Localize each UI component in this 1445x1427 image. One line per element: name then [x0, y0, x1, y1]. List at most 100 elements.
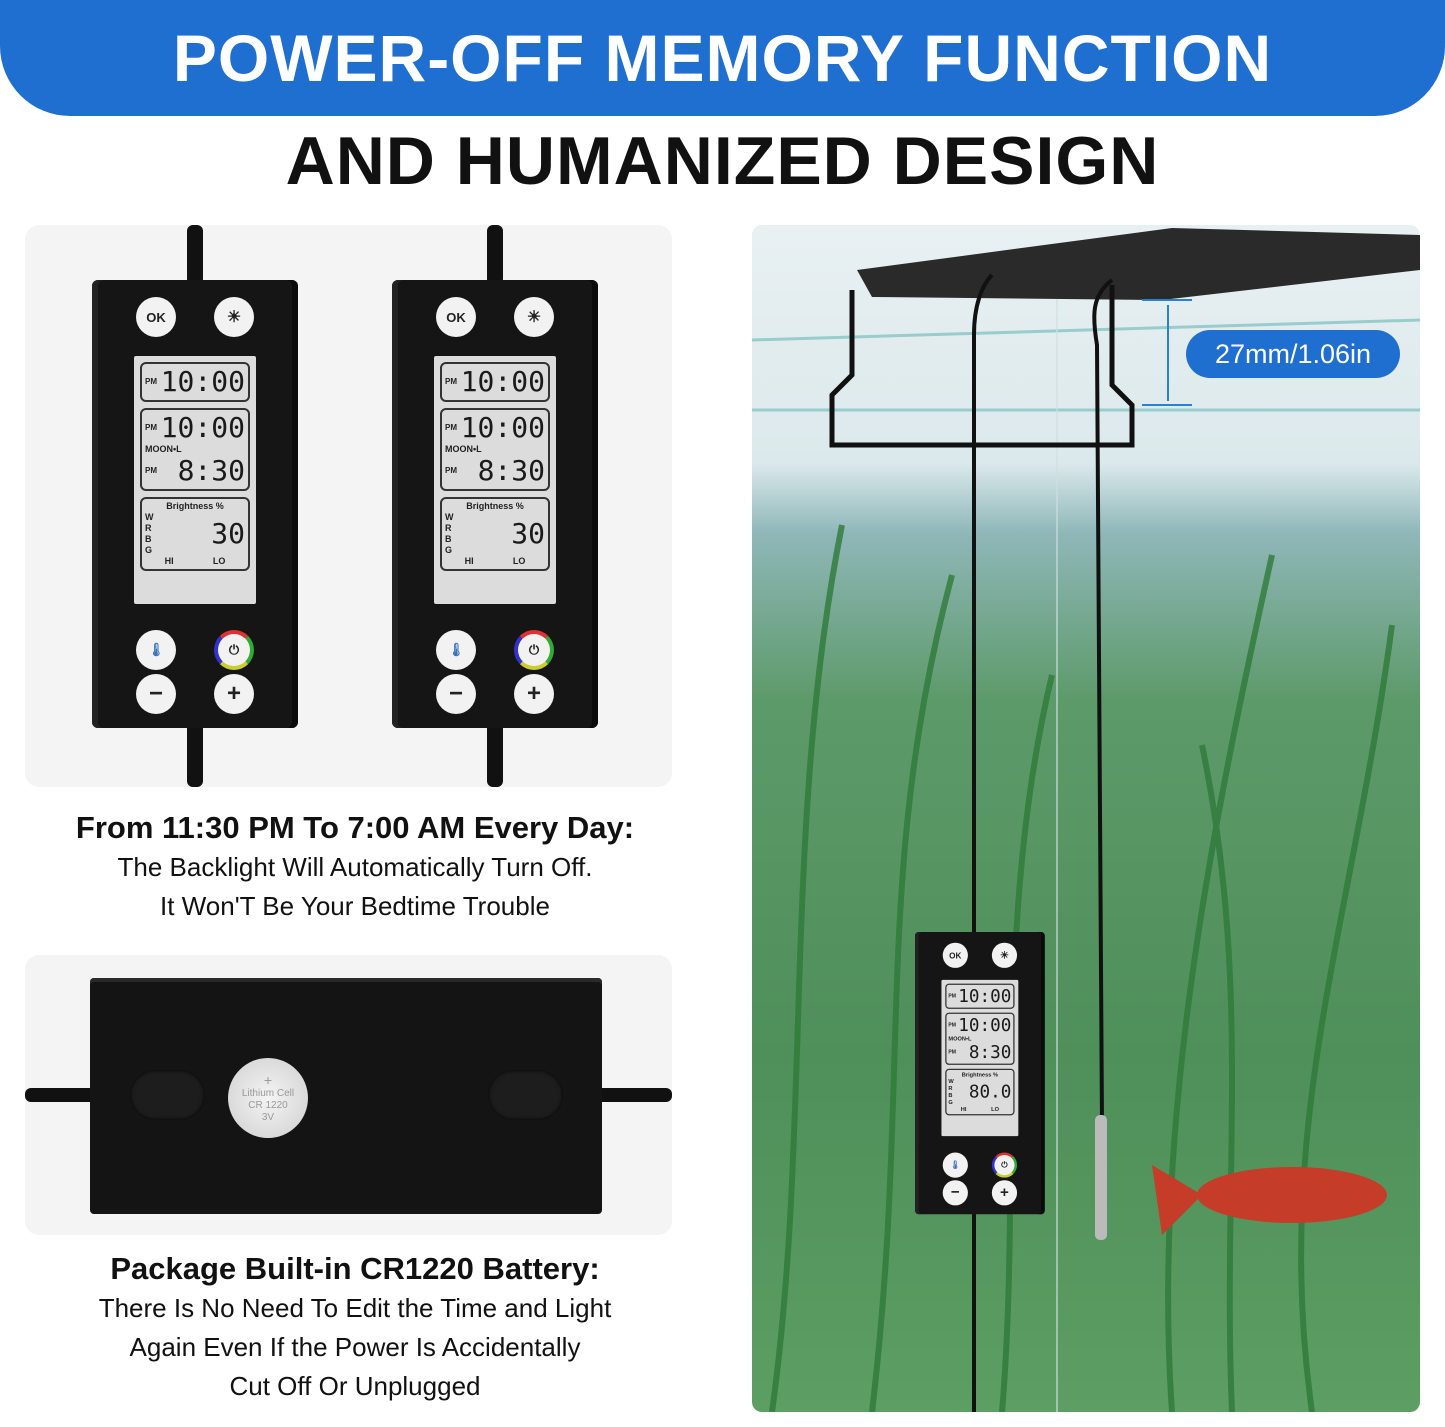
pm-label: PM [948, 993, 956, 999]
power-button[interactable]: ⏻ [514, 630, 554, 670]
battery-model: CR 1220 [248, 1100, 288, 1111]
temperature-alarm-icon: 🌡 [147, 642, 165, 657]
timer-ok-button[interactable]: OK [942, 942, 968, 968]
timer-ok-button[interactable]: OK [136, 297, 176, 337]
channel-r: R [145, 523, 152, 533]
temp-alarm-button[interactable]: 🌡 [436, 630, 476, 670]
power-icon: ⏻ [528, 642, 540, 657]
brightness-label: Brightness % [466, 501, 524, 511]
hi-label: HI [164, 556, 174, 566]
fish [1152, 1165, 1387, 1235]
day-night-button[interactable]: ☀ [991, 942, 1018, 968]
minus-button[interactable]: − [136, 674, 176, 714]
battery-heading: Package Built-in CR1220 Battery: [110, 1251, 600, 1286]
channel-r: R [948, 1085, 953, 1092]
battery-cell: + Lithium Cell CR 1220 3V [228, 1058, 308, 1138]
plus-icon: + [1000, 1184, 1009, 1202]
temperature-alarm-icon: 🌡 [447, 642, 465, 657]
power-icon: ⏻ [228, 642, 240, 657]
mount-slot [488, 1070, 563, 1120]
ok-label: OK [146, 309, 166, 325]
channel-r: R [445, 523, 452, 533]
cable [972, 273, 994, 1412]
brightness-value: 30 [211, 517, 245, 550]
minus-button[interactable]: − [436, 674, 476, 714]
subtitle: AND HUMANIZED DESIGN [285, 123, 1160, 199]
channel-g: G [445, 545, 453, 555]
temp-alarm-button[interactable]: 🌡 [942, 1152, 968, 1178]
temp-alarm-button[interactable]: 🌡 [136, 630, 176, 670]
brightness-label: Brightness % [961, 1071, 999, 1078]
moon-time: 8:30 [177, 454, 245, 487]
channel-b: B [445, 534, 452, 544]
backlight-heading: From 11:30 PM To 7:00 AM Every Day: [75, 810, 635, 845]
power-button[interactable]: ⏻ [214, 630, 254, 670]
aquarium-scene [752, 228, 1420, 1412]
channel-g: G [145, 545, 153, 555]
battery-line: Cut Off Or Unplugged [229, 1371, 481, 1401]
cable [487, 225, 503, 285]
battery-caption: Package Built-in CR1220 Battery: There I… [25, 1249, 685, 1406]
pm-label: PM [145, 466, 157, 475]
battery-line: Again Even If the Power Is Accidentally [129, 1332, 581, 1362]
plus-button[interactable]: + [514, 674, 554, 714]
minus-icon: − [148, 680, 163, 707]
cable [187, 225, 203, 285]
brightness-value: 80.0 [968, 1081, 1012, 1103]
sun-moon-icon: ☀ [999, 950, 1009, 961]
pm-label: PM [948, 1049, 956, 1055]
power-button[interactable]: ⏻ [991, 1152, 1018, 1178]
temperature-alarm-icon: 🌡 [950, 1160, 961, 1170]
moon-label: MOON•L [145, 444, 182, 454]
channel-b: B [948, 1092, 953, 1099]
lo-label: LO [512, 556, 526, 566]
pm-label: PM [145, 423, 157, 432]
moon-label: MOON•L [445, 444, 482, 454]
channel-list: W R B G [145, 512, 154, 556]
time-off: 10:00 [958, 1014, 1012, 1036]
channel-b: B [145, 534, 152, 544]
temperature-probe [1095, 1115, 1107, 1240]
brightness-value: 30 [511, 517, 545, 550]
pm-label: PM [445, 377, 457, 386]
minus-button[interactable]: − [942, 1180, 968, 1206]
plus-button[interactable]: + [991, 1180, 1018, 1206]
moon-label: MOON•L [948, 1035, 972, 1042]
mount-slot [130, 1070, 205, 1120]
brightness-label: Brightness % [166, 501, 224, 511]
minus-icon: − [950, 1184, 960, 1202]
pm-label: PM [145, 377, 157, 386]
aquarium-photo [752, 225, 1420, 1412]
cable [187, 722, 203, 787]
lo-label: LO [212, 556, 226, 566]
plus-button[interactable]: + [214, 674, 254, 714]
day-night-button[interactable]: ☀ [214, 297, 254, 337]
channel-w: W [145, 512, 154, 522]
channel-w: W [445, 512, 454, 522]
hi-label: HI [464, 556, 474, 566]
cable [25, 1088, 105, 1102]
light-bar [857, 228, 1420, 300]
day-night-button[interactable]: ☀ [514, 297, 554, 337]
backlight-line: The Backlight Will Automatically Turn Of… [117, 852, 593, 882]
timer-ok-button[interactable]: OK [436, 297, 476, 337]
pm-label: PM [445, 423, 457, 432]
time-on: 10:00 [958, 985, 1012, 1007]
channel-g: G [948, 1098, 953, 1106]
plus-icon: + [263, 1072, 273, 1088]
brightness-segment: Brightness % W R B G 30 HI LO [140, 497, 250, 571]
plants [769, 524, 1395, 1412]
time-on: 10:00 [160, 365, 245, 398]
plus-icon: + [526, 680, 541, 707]
